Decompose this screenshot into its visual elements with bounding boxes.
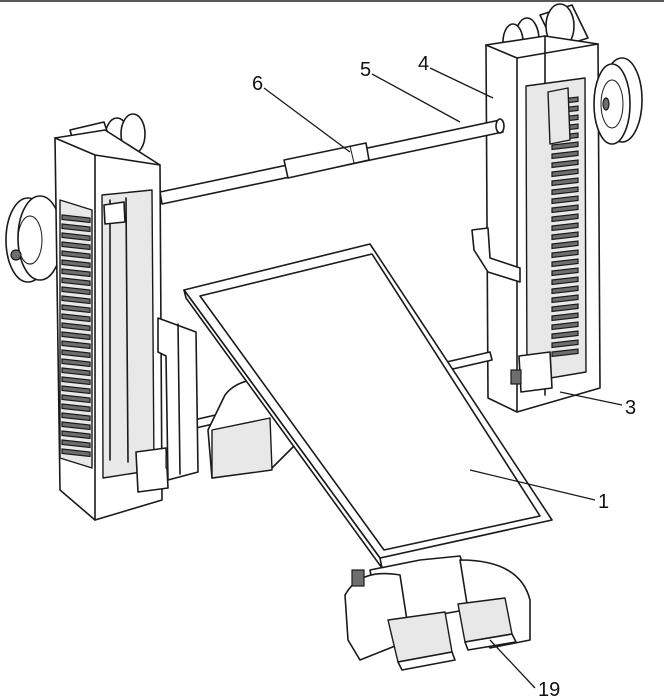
rack-tooth xyxy=(61,331,91,341)
rack-tooth xyxy=(61,322,91,332)
rack-tooth xyxy=(61,403,91,413)
left-rack xyxy=(61,214,91,458)
rack-tooth xyxy=(61,295,91,305)
rack-tooth xyxy=(61,421,91,431)
rack-tooth xyxy=(61,313,91,323)
label-pedal: 19 xyxy=(538,679,560,700)
rack-tooth xyxy=(61,259,91,269)
barbell-bar xyxy=(159,118,505,205)
rack-tooth xyxy=(61,349,91,359)
foot-pedals xyxy=(387,597,517,671)
rack-tooth xyxy=(551,303,579,313)
rack-tooth xyxy=(551,231,579,241)
rack-tooth xyxy=(61,367,91,377)
right-weight-plate xyxy=(593,57,643,145)
rack-tooth xyxy=(551,186,579,196)
left-frame xyxy=(5,113,199,521)
rack-tooth xyxy=(551,339,579,349)
rack-tooth xyxy=(61,304,91,314)
rack-tooth xyxy=(61,376,91,386)
rack-tooth xyxy=(551,285,579,295)
rack-tooth xyxy=(551,141,579,151)
rack-tooth xyxy=(61,412,91,422)
rack-tooth xyxy=(61,448,91,458)
rack-tooth xyxy=(551,321,579,331)
rack-tooth xyxy=(61,286,91,296)
right-frame xyxy=(471,3,643,413)
label-sleeve: 4 xyxy=(418,53,429,75)
rack-tooth xyxy=(551,312,579,322)
rack-tooth xyxy=(551,204,579,214)
rack-tooth xyxy=(61,394,91,404)
rack-tooth xyxy=(551,348,579,358)
leader-lines xyxy=(263,67,623,689)
label-right-frame: 3 xyxy=(625,397,636,419)
rack-tooth xyxy=(551,213,579,223)
left-weight-plate xyxy=(5,195,63,283)
rack-tooth xyxy=(61,385,91,395)
rack-tooth xyxy=(61,232,91,242)
rack-tooth xyxy=(551,159,579,169)
rack-tooth xyxy=(551,240,579,250)
rack-tooth xyxy=(61,430,91,440)
rack-tooth xyxy=(61,439,91,449)
label-bar: 5 xyxy=(360,59,371,81)
rack-tooth xyxy=(551,222,579,232)
rack-tooth xyxy=(551,294,579,304)
rack-tooth xyxy=(61,250,91,260)
rack-tooth xyxy=(61,241,91,251)
rack-tooth xyxy=(61,214,91,224)
rack-tooth xyxy=(551,330,579,340)
rack-tooth xyxy=(551,276,579,286)
rack-tooth xyxy=(551,150,579,160)
label-bench: 1 xyxy=(598,491,609,513)
rack-tooth xyxy=(61,268,91,278)
rack-tooth xyxy=(551,195,579,205)
rack-tooth xyxy=(61,223,91,233)
rack-tooth xyxy=(551,177,579,187)
rack-tooth xyxy=(551,258,579,268)
rack-tooth xyxy=(61,340,91,350)
front-base xyxy=(344,555,531,671)
rack-tooth xyxy=(551,249,579,259)
label-grip: 6 xyxy=(252,73,263,95)
rack-tooth xyxy=(61,358,91,368)
rack-tooth xyxy=(61,277,91,287)
grip-sleeve xyxy=(283,142,370,179)
rack-tooth xyxy=(551,168,579,178)
rack-tooth xyxy=(551,267,579,277)
